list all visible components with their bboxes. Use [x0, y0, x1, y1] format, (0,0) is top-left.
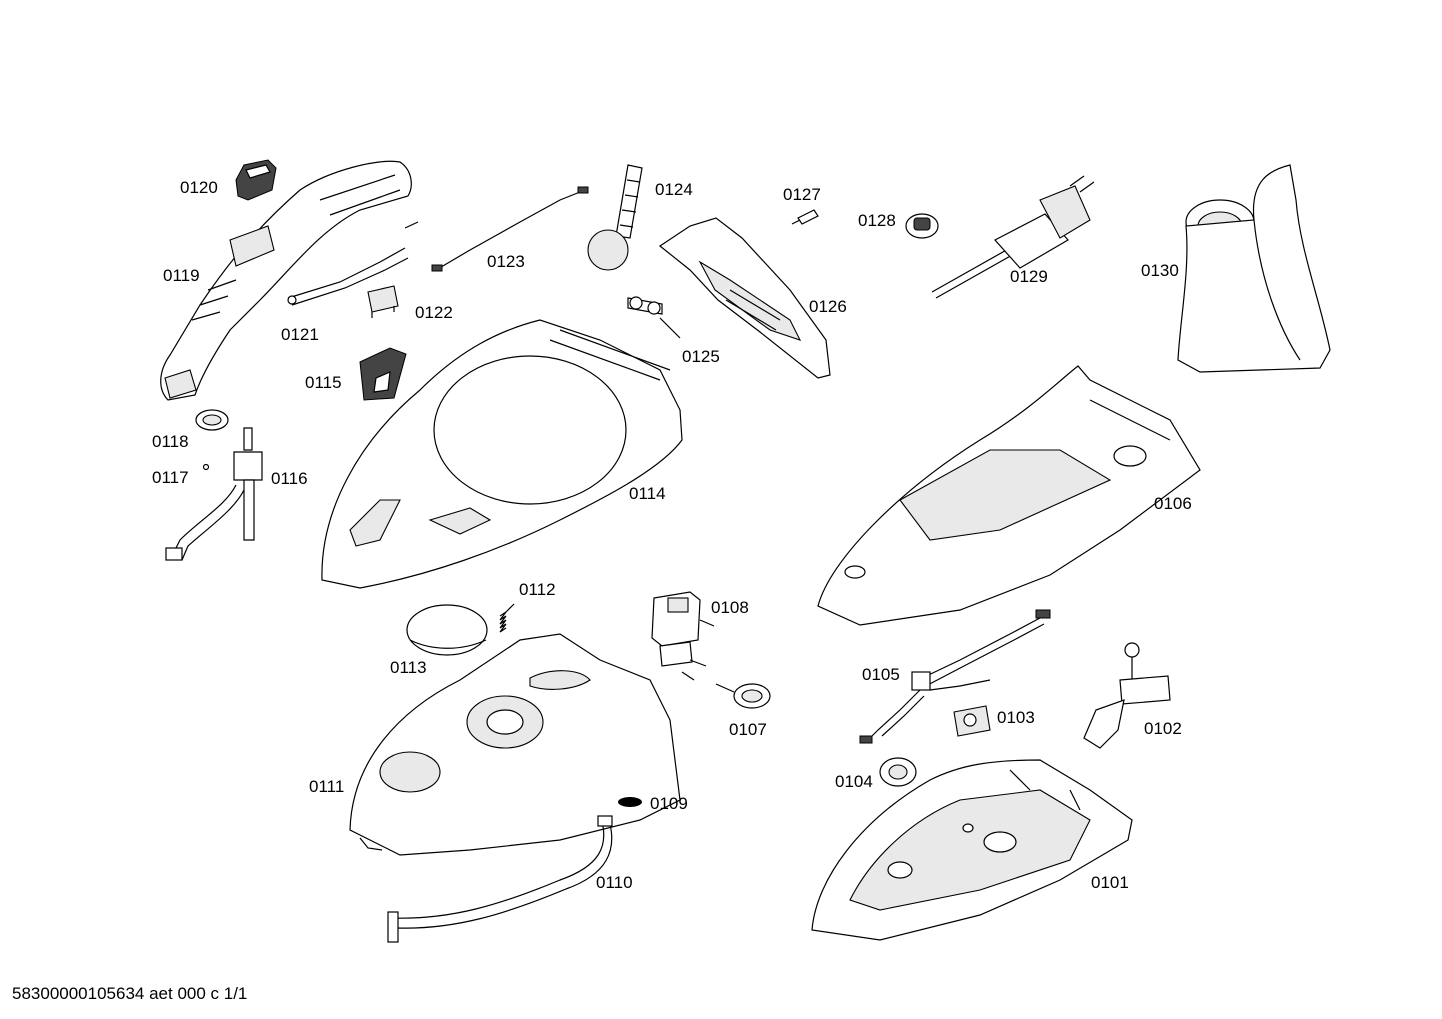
label-0130: 0130 [1141, 261, 1179, 280]
part-0116-drawing [165, 427, 263, 561]
part-0114-drawing [321, 319, 683, 589]
part-0120-drawing [235, 159, 277, 201]
label-0124: 0124 [655, 180, 693, 199]
part-0108-drawing [651, 591, 715, 681]
part-0130-drawing [1177, 164, 1331, 373]
label-0112: 0112 [519, 580, 556, 599]
part-0117-drawing [202, 463, 210, 471]
label-0115: 0115 [305, 373, 342, 392]
label-0129: 0129 [1010, 267, 1048, 286]
part-0115-drawing [359, 347, 407, 401]
part-0107-drawing [715, 683, 771, 709]
part-0111-drawing [349, 633, 681, 856]
label-0111: 0111 [309, 777, 345, 796]
label-0106: 0106 [1154, 494, 1192, 513]
part-0110-drawing [387, 815, 613, 943]
label-0127: 0127 [783, 185, 821, 204]
label-0101: 0101 [1091, 873, 1129, 892]
part-0113-drawing [406, 604, 488, 656]
label-0121: 0121 [281, 325, 319, 344]
part-0127-drawing [791, 209, 819, 225]
label-0109: 0109 [650, 794, 688, 813]
label-0105: 0105 [862, 665, 900, 684]
part-0124-drawing [587, 164, 643, 271]
label-0119: 0119 [163, 266, 200, 285]
part-0129-drawing [931, 175, 1095, 299]
label-0107: 0107 [729, 720, 767, 739]
label-0108: 0108 [711, 598, 749, 617]
document-footer-id: 58300000105634 aet 000 c 1/1 [12, 984, 248, 1003]
part-0126-drawing [658, 217, 831, 379]
label-0117: 0117 [152, 468, 189, 487]
label-0113: 0113 [390, 658, 427, 677]
label-0102: 0102 [1144, 719, 1182, 738]
part-0109-drawing [618, 797, 642, 807]
part-0118-drawing [195, 409, 229, 431]
part-0122-drawing [367, 285, 399, 318]
label-0120: 0120 [180, 178, 218, 197]
label-0104: 0104 [835, 772, 873, 791]
part-0121-drawing [287, 221, 419, 306]
part-0101-drawing [811, 759, 1133, 941]
label-0110: 0110 [596, 873, 633, 892]
part-0119-drawing [160, 160, 412, 401]
part-0112-drawing [499, 603, 515, 633]
label-0123: 0123 [487, 252, 525, 271]
part-0125-drawing [627, 296, 681, 339]
label-0122: 0122 [415, 303, 453, 322]
part-0105-drawing [859, 609, 1051, 744]
label-0114: 0114 [629, 484, 666, 503]
part-0103-drawing [953, 705, 991, 737]
part-0106-drawing [817, 365, 1201, 626]
label-0116: 0116 [271, 469, 308, 488]
part-0104-drawing [879, 757, 917, 787]
label-0128: 0128 [858, 211, 896, 230]
label-0118: 0118 [152, 432, 189, 451]
label-0125: 0125 [682, 347, 720, 366]
part-0128-drawing [905, 213, 939, 239]
part-0102-drawing [1083, 642, 1171, 749]
label-0103: 0103 [997, 708, 1035, 727]
part-0123-drawing [431, 186, 589, 272]
label-0126: 0126 [809, 297, 847, 316]
